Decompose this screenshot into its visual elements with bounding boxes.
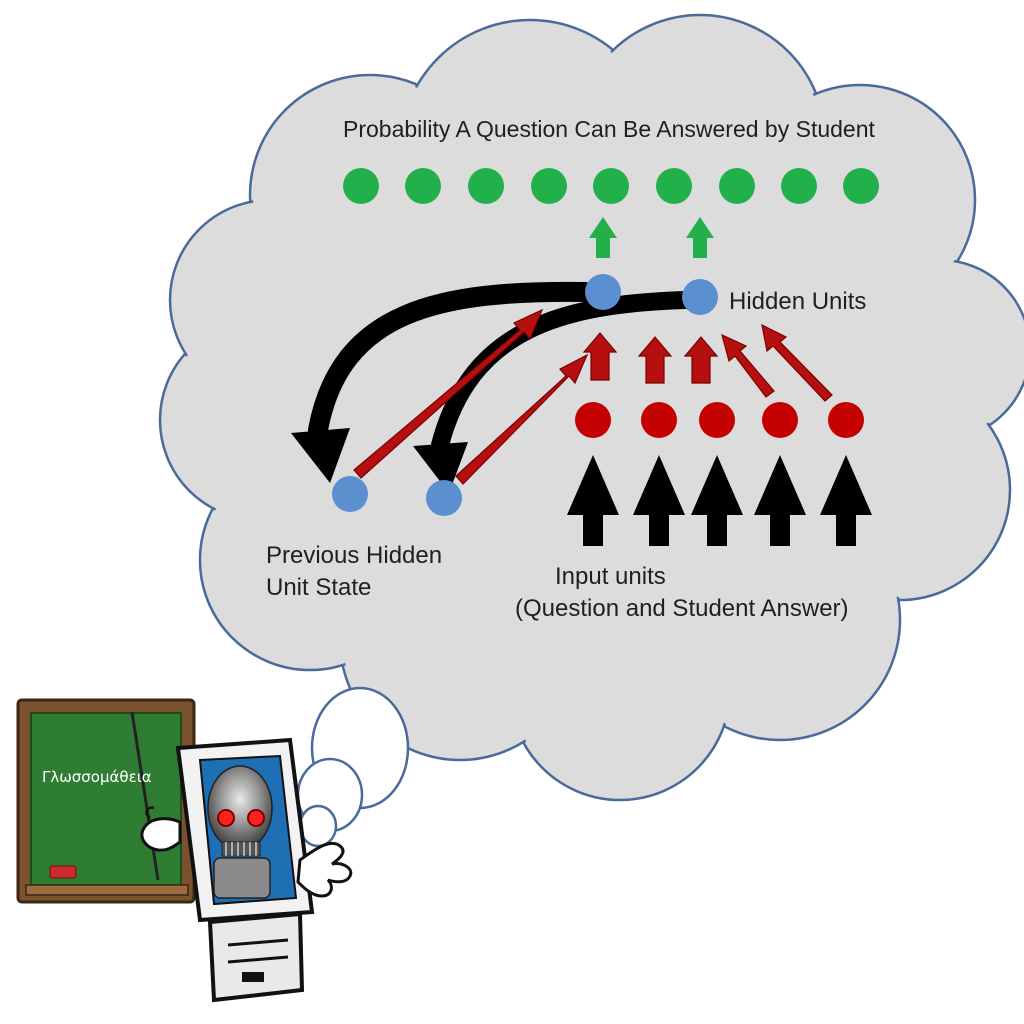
red-arrow	[353, 308, 544, 479]
black-input-arrow	[754, 455, 806, 546]
output-node	[593, 168, 629, 204]
red-arrow	[721, 333, 775, 398]
hidden-node	[682, 279, 718, 315]
green-arrow	[686, 217, 714, 258]
red-arrow	[761, 323, 833, 402]
output-node	[405, 168, 441, 204]
input-node	[641, 402, 677, 438]
output-node	[343, 168, 379, 204]
previous-hidden-label-line2: Unit State	[266, 574, 372, 602]
hidden-node	[585, 274, 621, 310]
thought-bubbles	[296, 686, 410, 848]
previous-hidden-nodes	[332, 476, 462, 516]
chalkboard-text: Γλωσσομάθεια	[42, 768, 152, 786]
output-node	[656, 168, 692, 204]
input-units-label-line1: Input units	[555, 563, 666, 590]
hidden-nodes	[585, 274, 718, 315]
green-arrow	[589, 217, 617, 258]
previous-hidden-node	[332, 476, 368, 512]
black-input-arrow	[567, 455, 619, 546]
input-nodes	[575, 402, 864, 438]
input-units-label-line2: (Question and Student Answer)	[515, 595, 849, 623]
previous-hidden-label: Previous Hidden Unit State	[266, 540, 442, 605]
black-input-arrow	[691, 455, 743, 546]
hidden-units-label: Hidden Units	[729, 288, 867, 315]
chalkboard	[16, 698, 196, 904]
output-node	[468, 168, 504, 204]
pointing-hand	[140, 806, 182, 852]
black-recurrent-arrow	[308, 281, 595, 440]
input-units-label: Input units (Question and Student Answer…	[515, 561, 849, 626]
diagram-title: Probability A Question Can Be Answered b…	[343, 116, 875, 142]
input-arrows	[567, 455, 872, 546]
hidden-to-output-arrows	[589, 217, 714, 258]
black-input-arrow	[633, 455, 685, 546]
red-arrows	[353, 308, 833, 485]
input-node	[575, 402, 611, 438]
input-node	[762, 402, 798, 438]
output-nodes	[343, 168, 879, 204]
robot-computer	[140, 737, 353, 1003]
red-arrow	[683, 336, 719, 384]
previous-hidden-label-line1: Previous Hidden	[266, 542, 443, 569]
output-node	[781, 168, 817, 204]
waving-hand	[296, 841, 353, 898]
red-arrow	[582, 332, 618, 381]
black-input-arrow	[820, 455, 872, 546]
mascot-illustration	[16, 698, 353, 1003]
red-arrow	[455, 353, 589, 485]
output-node	[843, 168, 879, 204]
red-arrow	[637, 336, 673, 384]
black-arrowhead	[291, 428, 350, 483]
black-arrowhead	[413, 442, 468, 493]
input-node	[699, 402, 735, 438]
previous-hidden-node	[426, 480, 462, 516]
input-node	[828, 402, 864, 438]
output-node	[531, 168, 567, 204]
output-node	[719, 168, 755, 204]
